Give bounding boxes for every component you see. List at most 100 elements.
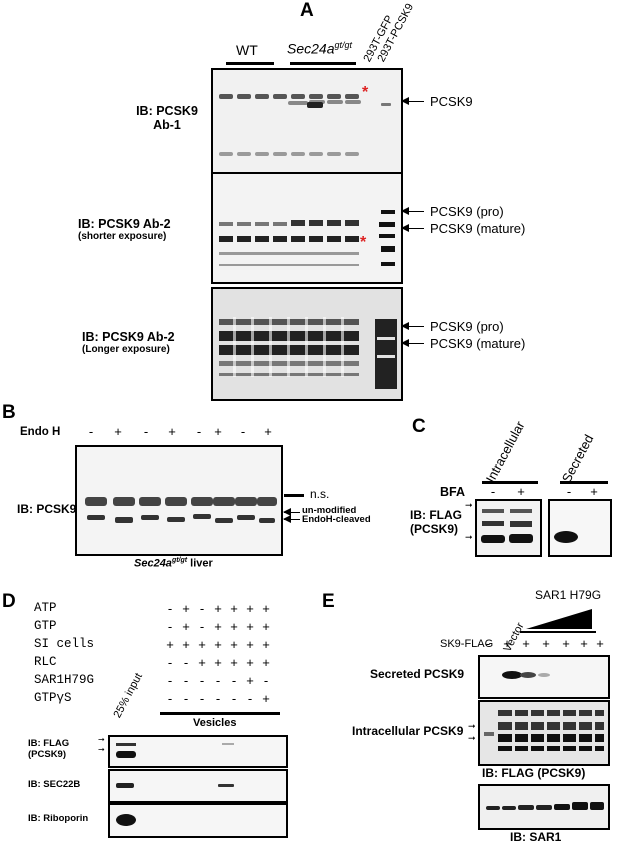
d-row-sign: + xyxy=(198,637,206,652)
e-sar1-label: SAR1 H79G xyxy=(535,588,602,602)
d-row-sign: + xyxy=(262,601,270,616)
d-row-sign: + xyxy=(246,673,254,688)
c-ib-line2: (PCSK9) xyxy=(410,522,459,536)
blot-a3-mature-label: PCSK9 (mature) xyxy=(430,336,526,351)
c-arrow-upper: ➞ xyxy=(465,500,473,510)
blot-a1-band-label: PCSK9 xyxy=(430,94,473,109)
d-row-label: ATP xyxy=(34,601,57,615)
b-ib-label: IB: PCSK9 xyxy=(17,502,77,516)
d-vesicles-bar xyxy=(160,712,280,715)
d-row-sign: + xyxy=(214,619,222,634)
d-row-label: GTPγS xyxy=(34,691,72,705)
d-row-sign: + xyxy=(230,655,238,670)
e-secreted-label: Secreted PCSK9 xyxy=(370,667,465,681)
blot-a3-ib-line2: (Longer exposure) xyxy=(82,344,170,355)
blot-e-sar1-bands xyxy=(486,802,604,810)
d-row-sign: - xyxy=(183,673,189,688)
d-row-sign: - xyxy=(231,691,237,706)
blot-c-left xyxy=(475,499,542,557)
cleaved-label: EndoH-cleaved xyxy=(302,514,371,525)
blot-d-sec22b xyxy=(108,769,288,803)
blot-a3-ib-line1: IB: PCSK9 Ab-2 xyxy=(82,330,175,344)
sec24a-text: Sec24a xyxy=(287,40,335,57)
b-sign-8: + xyxy=(264,424,272,439)
blot-e-intracellular xyxy=(478,700,610,766)
d-row-sign: + xyxy=(230,637,238,652)
blot-a2-pro-label: PCSK9 (pro) xyxy=(430,204,504,219)
d-row-sign: + xyxy=(198,655,206,670)
c-sign-1: - xyxy=(490,484,496,499)
d-row-sign: - xyxy=(199,601,205,616)
b-caption: Sec24agt/gt liver xyxy=(134,557,213,570)
blot-e-sar1 xyxy=(478,784,610,830)
blot-a3 xyxy=(211,287,403,401)
sec24a-label: Sec24agt/gt xyxy=(287,40,352,57)
blot-a2-mature-label: PCSK9 (mature) xyxy=(430,221,526,236)
c-sign-2: + xyxy=(517,484,525,499)
d-row-sign: - xyxy=(263,673,269,688)
d-row-sign: - xyxy=(183,655,189,670)
b-sign-4: + xyxy=(168,424,176,439)
d-row-sign: - xyxy=(167,673,173,688)
d-row-sign: + xyxy=(214,637,222,652)
ns-label: n.s. xyxy=(310,487,330,501)
d-row-label: SAR1H79G xyxy=(34,673,95,687)
b-caption-tail: liver xyxy=(187,557,213,570)
b-sign-2: + xyxy=(114,424,122,439)
c-bar-right xyxy=(560,481,608,484)
d-ib-sec22b: IB: SEC22B xyxy=(28,779,81,790)
c-arrow-lower: ➞ xyxy=(465,532,473,542)
e-sign: + xyxy=(596,636,604,651)
blot-a2-arrow-mature xyxy=(401,224,424,232)
blot-a1-ib-line1: IB: PCSK9 xyxy=(136,104,198,118)
d-row-sign: + xyxy=(262,637,270,652)
blot-a3-pro-label: PCSK9 (pro) xyxy=(430,319,504,334)
bfa-label: BFA xyxy=(440,485,465,499)
unmod-arrow xyxy=(283,508,300,516)
b-sign-7: - xyxy=(240,424,246,439)
blot-a1-star: * xyxy=(362,84,369,101)
d-ib-flag-line2: (PCSK9) xyxy=(28,749,67,760)
e-ib-sar1: IB: SAR1 xyxy=(510,830,562,844)
d-vesicles-label: Vesicles xyxy=(193,717,237,729)
blot-a2-arrow-pro xyxy=(401,207,424,215)
panel-a-label: A xyxy=(300,0,314,21)
blot-d-ribo xyxy=(108,803,288,838)
blot-a3-bands xyxy=(219,317,397,389)
c-bar-left xyxy=(482,481,538,484)
d-row-label: SI cells xyxy=(34,637,95,651)
panel-d-label: D xyxy=(2,591,16,612)
blot-a2-ib-line2: (shorter exposure) xyxy=(78,231,167,242)
d-row-label: GTP xyxy=(34,619,57,633)
b-caption-sup: gt/gt xyxy=(171,557,188,564)
blot-a1-bands xyxy=(219,94,391,156)
blot-a2-bands xyxy=(219,210,395,266)
sec24a-bracket xyxy=(290,62,356,65)
d-row-label: RLC xyxy=(34,655,57,669)
e-arrow-lower: ➞ xyxy=(468,733,476,743)
blot-a1-ib: IB: PCSK9 Ab-1 xyxy=(112,104,222,132)
blot-e-intracellular-bands xyxy=(484,708,604,754)
d-row-sign: + xyxy=(230,619,238,634)
b-sign-5: - xyxy=(196,424,202,439)
cleaved-arrow xyxy=(283,515,300,523)
d-ib-flag: IB: FLAG (PCSK9) xyxy=(28,738,69,760)
d-row-sign: + xyxy=(246,655,254,670)
c-secreted: Secreted xyxy=(558,432,597,485)
blot-a3-arrow-mature xyxy=(401,339,424,347)
d-row-sign: + xyxy=(214,601,222,616)
wt-bracket xyxy=(226,62,274,65)
d-row-sign: - xyxy=(215,673,221,688)
d-row-sign: + xyxy=(230,601,238,616)
d-row-sign: + xyxy=(246,637,254,652)
e-intracellular-label: Intracellular PCSK9 xyxy=(352,724,464,738)
b-sign-3: - xyxy=(143,424,149,439)
blot-c-right-bands xyxy=(554,531,578,543)
d-row-sign: + xyxy=(246,601,254,616)
ns-marker xyxy=(284,494,304,497)
d-row-sign: - xyxy=(167,601,173,616)
b-sign-6: + xyxy=(214,424,222,439)
e-arrow-upper: ➞ xyxy=(468,721,476,731)
d-flag-arrow-1: ➞ xyxy=(98,735,105,744)
e-sign: + xyxy=(580,636,588,651)
